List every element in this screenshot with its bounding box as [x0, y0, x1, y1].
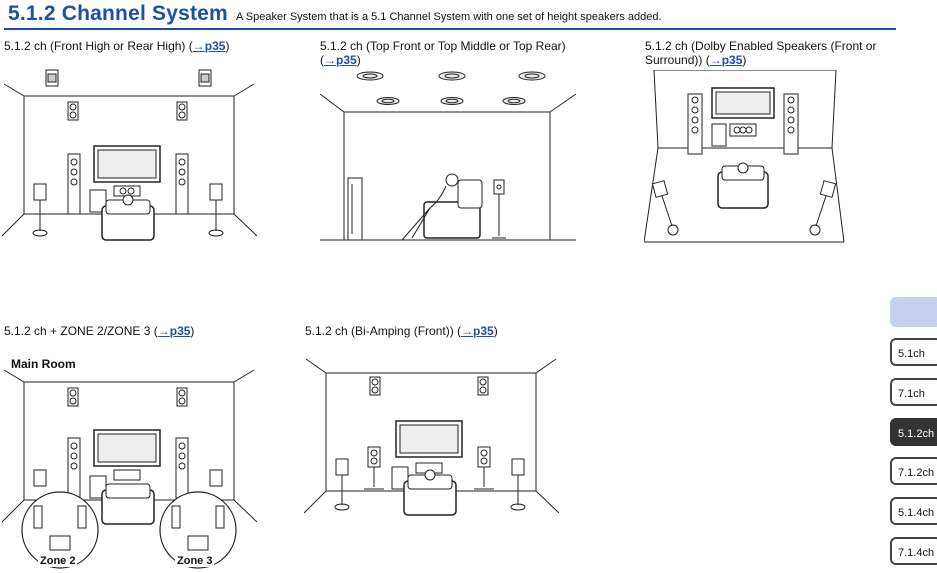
tab-5-1ch[interactable]: 5.1ch	[890, 338, 937, 366]
zone2-label: Zone 2	[38, 555, 78, 567]
page-link[interactable]: →p35	[709, 53, 743, 67]
tab-5-1-4ch[interactable]: 5.1.4ch	[890, 497, 937, 525]
main-room-label: Main Room	[11, 357, 76, 371]
caption-top-speakers: 5.1.2 ch (Top Front or Top Middle or Top…	[320, 39, 566, 67]
diagram-top-speakers	[318, 68, 578, 244]
diagram-front-high	[2, 66, 257, 244]
tab-7-1ch[interactable]: 7.1ch	[890, 378, 937, 406]
page-link[interactable]: →p35	[461, 324, 494, 338]
page-title: 5.1.2 Channel System	[8, 2, 228, 25]
page-link[interactable]: →p35	[324, 53, 357, 67]
page-subtitle: A Speaker System that is a 5.1 Channel S…	[236, 11, 662, 23]
tab-7-1-4ch[interactable]: 7.1.4ch	[890, 537, 937, 565]
caption-zone: 5.1.2 ch + ZONE 2/ZONE 3 (→p35)	[4, 324, 195, 338]
caption-bi-amping: 5.1.2 ch (Bi-Amping (Front)) (→p35)	[305, 324, 498, 338]
tab-blank[interactable]	[890, 297, 937, 327]
caption-dolby-enabled: 5.1.2 ch (Dolby Enabled Speakers (Front …	[645, 39, 877, 67]
title-rule	[4, 28, 896, 30]
page-link[interactable]: →p35	[192, 39, 226, 53]
page-link[interactable]: →p35	[157, 324, 191, 338]
tab-5-1-2ch[interactable]: 5.1.2ch	[890, 418, 937, 446]
caption-front-high: 5.1.2 ch (Front High or Rear High) (→p35…	[4, 39, 230, 53]
diagram-bi-amping	[304, 355, 559, 520]
diagram-zone	[2, 366, 257, 571]
tab-7-1-2ch[interactable]: 7.1.2ch	[890, 457, 937, 485]
zone3-label: Zone 3	[175, 555, 215, 567]
diagram-dolby-enabled	[644, 70, 849, 245]
